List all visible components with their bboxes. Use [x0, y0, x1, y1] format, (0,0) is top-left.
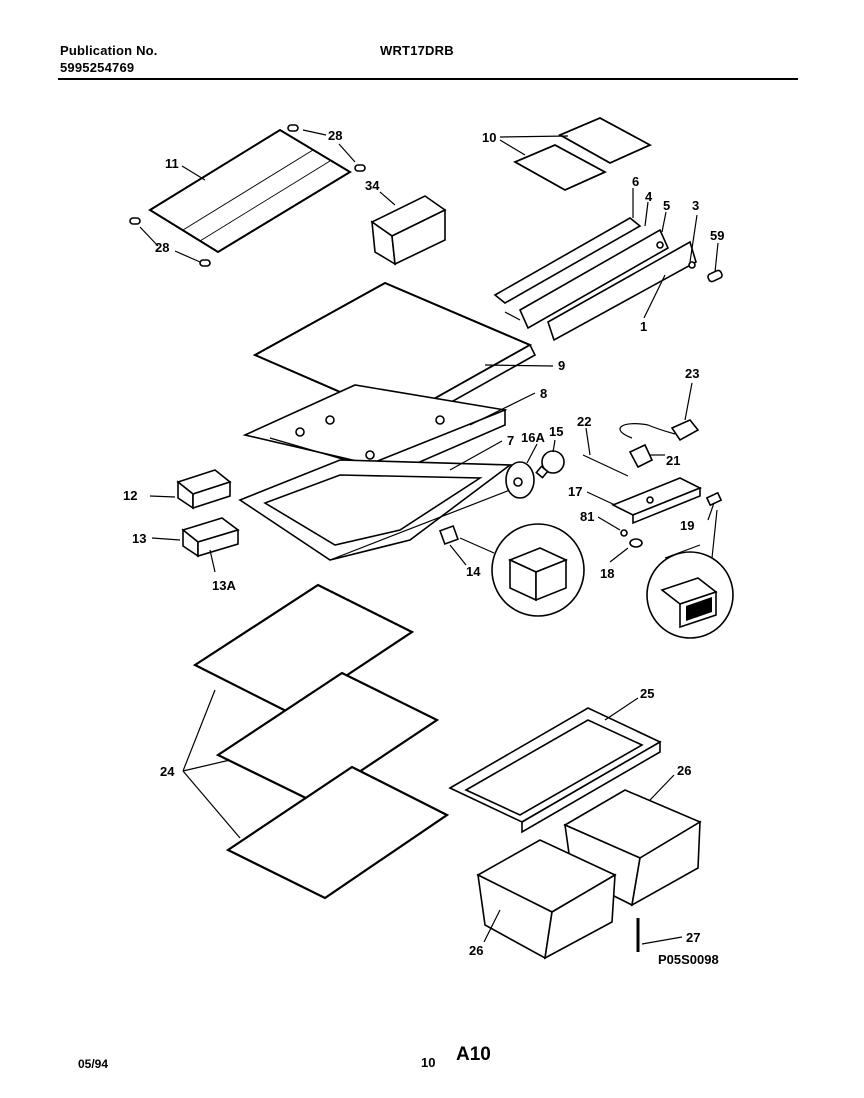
callout-59: 59 — [710, 228, 724, 243]
shelf-stud — [129, 124, 366, 267]
divider-panel — [238, 459, 513, 561]
crisper-drawer — [476, 789, 702, 960]
callout-25: 25 — [640, 686, 654, 701]
light-socket — [505, 461, 535, 499]
callout-21: 21 — [666, 453, 680, 468]
callout-12: 12 — [123, 488, 137, 503]
callout-28-top: 28 — [328, 128, 342, 143]
small-hardware — [620, 491, 723, 548]
callout-7: 7 — [507, 433, 514, 448]
callout-3: 3 — [692, 198, 699, 213]
callout-4: 4 — [645, 189, 653, 204]
publication-label: Publication No. — [60, 43, 158, 58]
shelf-support-rails — [493, 217, 723, 342]
model-number: WRT17DRB — [380, 43, 454, 58]
crisper-cover — [448, 707, 662, 834]
callout-13a: 13A — [212, 578, 236, 593]
callout-17: 17 — [568, 484, 582, 499]
publication-date: 05/94 — [78, 1057, 109, 1071]
callout-22: 22 — [577, 414, 591, 429]
callout-34: 34 — [365, 178, 380, 193]
thermostat-wiring — [582, 419, 700, 477]
publication-number: 5995254769 — [60, 60, 135, 75]
freezer-bin — [370, 195, 447, 266]
ice-cube-trays — [513, 117, 652, 191]
diagram-reference-code: P05S0098 — [658, 952, 719, 967]
door-bin-lower — [181, 517, 240, 558]
callout-11: 11 — [165, 156, 179, 171]
callout-26-right: 26 — [677, 763, 691, 778]
freezer-wire-shelf — [148, 128, 352, 254]
callout-27: 27 — [686, 930, 700, 945]
callout-10: 10 — [482, 130, 496, 145]
callout-28-bottom: 28 — [155, 240, 169, 255]
light-bulb — [535, 450, 565, 479]
header-rule — [58, 78, 798, 80]
switch-detail-view — [491, 523, 585, 617]
callout-8: 8 — [540, 386, 547, 401]
callout-26-left: 26 — [469, 943, 483, 958]
callout-16a: 16A — [521, 430, 545, 445]
callout-19: 19 — [680, 518, 694, 533]
leader-lines — [139, 129, 719, 945]
control-housing — [611, 477, 702, 525]
callout-labels: 28 11 28 34 10 6 4 5 3 59 1 9 8 7 16A 15… — [123, 128, 724, 967]
callout-9: 9 — [558, 358, 565, 373]
refrigerator-wire-shelf — [192, 583, 450, 900]
page-number: 10 — [421, 1055, 436, 1070]
section-code: A10 — [456, 1044, 491, 1065]
callout-14: 14 — [466, 564, 481, 579]
callout-23: 23 — [685, 366, 699, 381]
callout-5: 5 — [663, 198, 670, 213]
callout-1: 1 — [640, 319, 647, 334]
control-detail-view — [646, 509, 734, 639]
callout-81: 81 — [580, 509, 594, 524]
callout-13: 13 — [132, 531, 146, 546]
callout-6: 6 — [632, 174, 639, 189]
callout-24: 24 — [160, 764, 175, 779]
door-bin-upper — [176, 469, 232, 510]
callout-15: 15 — [549, 424, 563, 439]
callout-18: 18 — [600, 566, 614, 581]
light-switch — [439, 525, 495, 554]
